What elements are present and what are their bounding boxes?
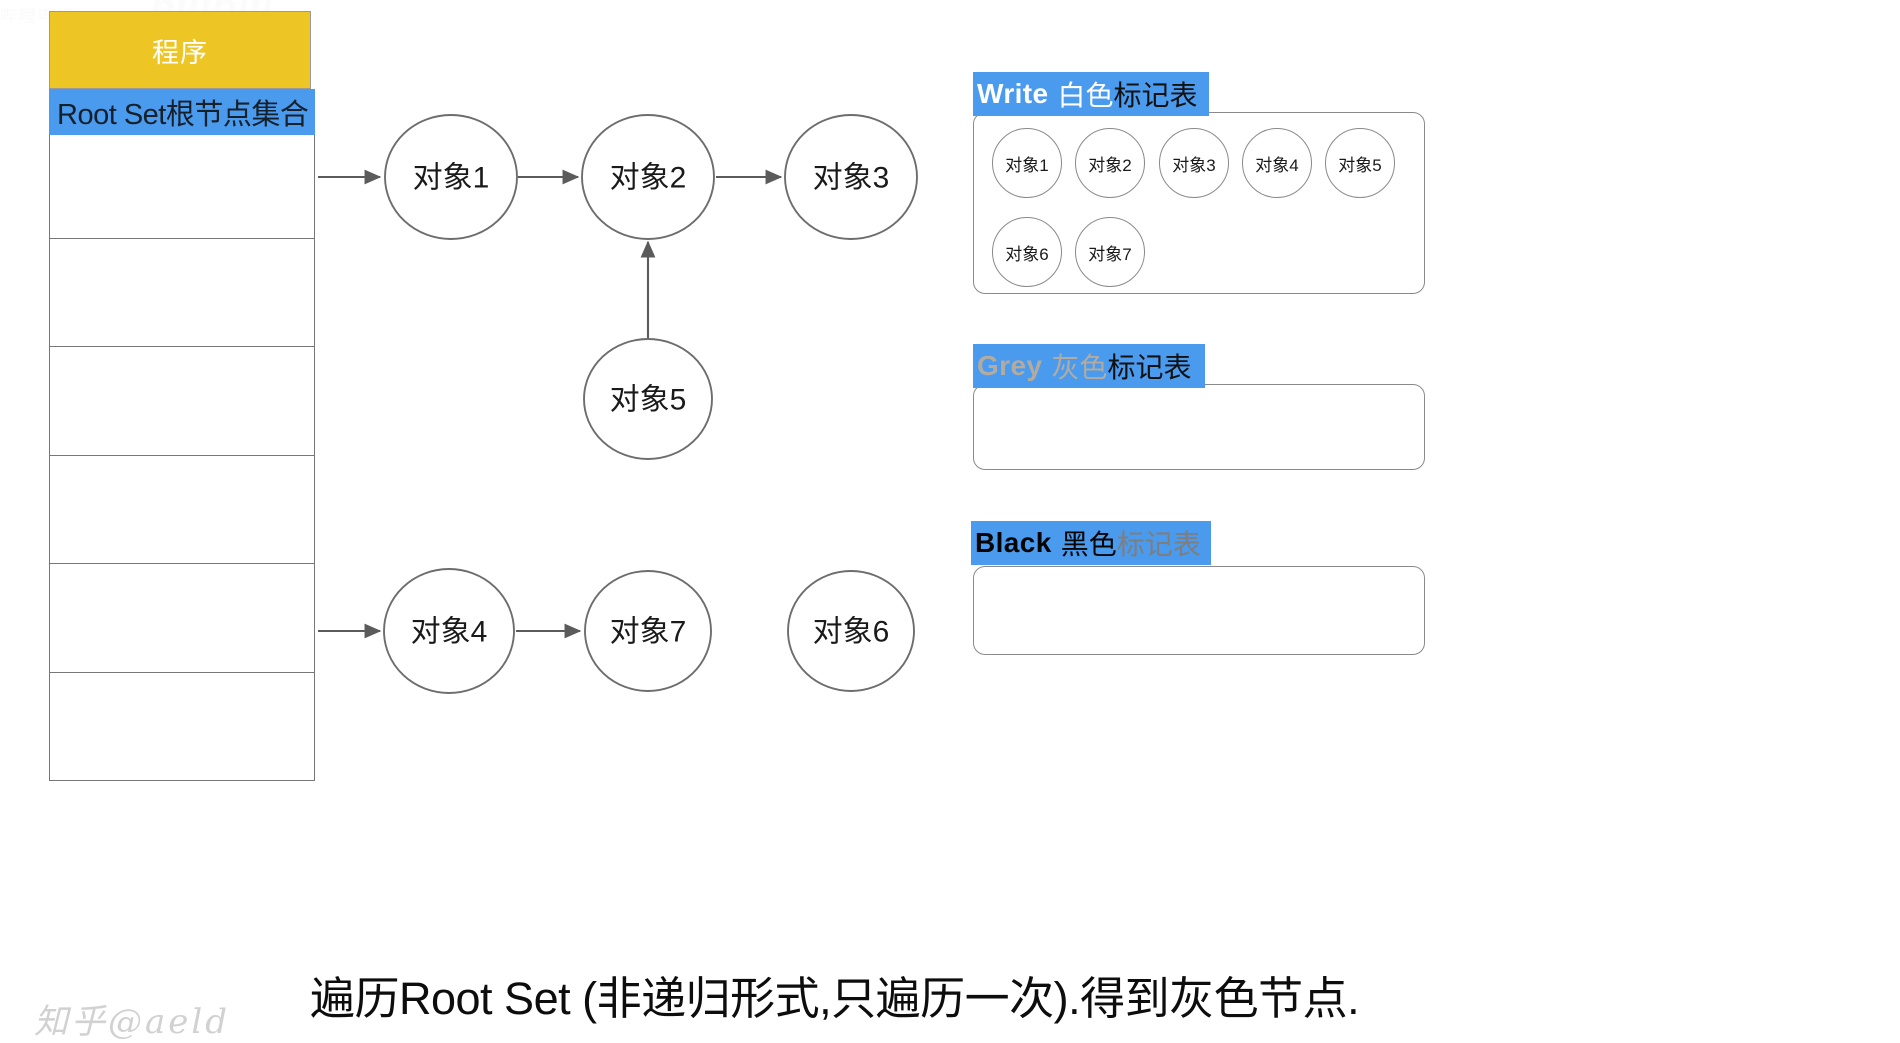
node-label-obj1: 对象1: [413, 162, 490, 195]
white-mark-table-header: Write 白色标记表: [973, 72, 1209, 116]
node-label-obj4: 对象4: [411, 616, 488, 649]
white-chip-obj1[interactable]: 对象1: [992, 128, 1062, 198]
white-chip-obj6[interactable]: 对象6: [992, 217, 1062, 287]
root-set-row: [50, 239, 314, 347]
root-set-header-label: Root Set根节点集合: [57, 99, 309, 131]
graph-edges: [318, 169, 783, 639]
black-mark-table-en: Black: [975, 527, 1052, 558]
white-chip-obj4[interactable]: 对象4: [1242, 128, 1312, 198]
root-set-row: [50, 673, 314, 782]
white-chip-label-6: 对象6: [1005, 244, 1049, 264]
program-box: 程序: [49, 11, 311, 89]
root-set-header: Root Set根节点集合: [49, 89, 315, 135]
node-label-obj5: 对象5: [610, 384, 687, 417]
caption-text: 遍历Root Set (非递归形式,只遍历一次).得到灰色节点.: [310, 973, 1360, 1024]
graph-nodes: [383, 114, 918, 694]
grey-mark-table-en: Grey: [977, 350, 1043, 381]
grey-mark-table-rest: 标记表: [1107, 352, 1192, 383]
white-mark-table-body: 对象1 对象2 对象3 对象4 对象5 对象6 对象7: [973, 112, 1425, 294]
node-obj1[interactable]: [384, 114, 518, 240]
white-chip-label-7: 对象7: [1088, 244, 1132, 264]
watermark-bottom-left: 知乎@aeld: [34, 1002, 231, 1042]
root-set-row: [50, 130, 314, 239]
white-chip-label-5: 对象5: [1338, 155, 1382, 175]
node-obj2[interactable]: [581, 114, 715, 240]
black-mark-table-header: Black 黑色标记表: [971, 521, 1211, 565]
black-mark-table-color: 黑色: [1060, 529, 1117, 560]
white-mark-table-color: 白色: [1057, 80, 1114, 111]
black-mark-table-body: [973, 566, 1425, 655]
white-chip-label-3: 对象3: [1172, 155, 1216, 175]
node-label-obj3: 对象3: [813, 162, 890, 195]
white-chip-label-1: 对象1: [1005, 155, 1049, 175]
white-chip-obj3[interactable]: 对象3: [1159, 128, 1229, 198]
node-label-obj7: 对象7: [610, 616, 687, 649]
node-obj6[interactable]: [787, 570, 915, 692]
node-label-obj6: 对象6: [813, 616, 890, 649]
node-label-obj2: 对象2: [610, 162, 687, 195]
root-set-table: Root Set根节点集合: [49, 89, 315, 781]
grey-mark-table-header: Grey 灰色标记表: [973, 344, 1205, 388]
white-chip-obj5[interactable]: 对象5: [1325, 128, 1395, 198]
white-mark-table-rest: 标记表: [1113, 80, 1198, 111]
white-chip-label-4: 对象4: [1255, 155, 1299, 175]
program-box-label: 程序: [152, 37, 208, 68]
white-chip-obj7[interactable]: 对象7: [1075, 217, 1145, 287]
white-chip-label-2: 对象2: [1088, 155, 1132, 175]
root-set-row: [50, 456, 314, 564]
root-set-rows: [49, 130, 315, 781]
white-mark-table-en: Write: [977, 78, 1049, 109]
node-obj5[interactable]: [583, 338, 713, 460]
root-set-row: [50, 347, 314, 456]
white-chip-obj2[interactable]: 对象2: [1075, 128, 1145, 198]
grey-mark-table-color: 灰色: [1051, 352, 1108, 383]
node-obj4[interactable]: [383, 568, 515, 694]
graph-node-labels: 对象1 对象2 对象3 对象5 对象4 对象7 对象6: [411, 162, 890, 649]
grey-mark-table-body: [973, 384, 1425, 470]
node-obj7[interactable]: [584, 570, 712, 692]
black-mark-table-rest: 标记表: [1116, 529, 1201, 560]
node-obj3[interactable]: [784, 114, 918, 240]
root-set-row: [50, 564, 314, 673]
